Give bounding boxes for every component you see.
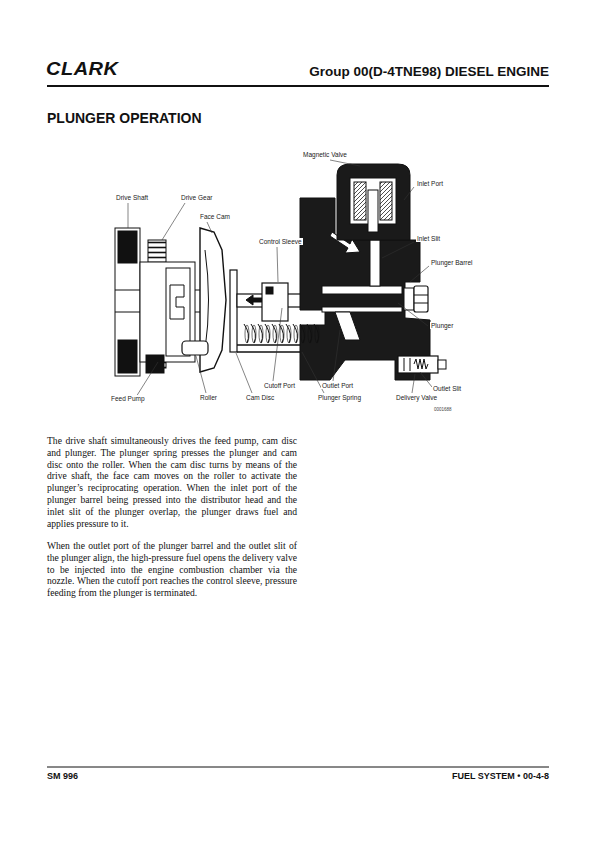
part-label: Plunger Barrel [430, 259, 474, 266]
drawing-stroke [162, 203, 185, 240]
drawing-stroke [354, 182, 366, 220]
drawing-stroke [118, 340, 137, 373]
body-paragraph: When the outlet port of the plunger barr… [47, 540, 297, 599]
drawing-stroke [244, 324, 248, 343]
drawing-stroke [412, 374, 415, 393]
drawing-stroke [266, 325, 270, 343]
drawing-stroke [251, 324, 255, 343]
part-label: Drive Shaft [115, 194, 149, 201]
drawing-stroke [286, 324, 290, 343]
drawing-stroke [294, 325, 298, 343]
drawing-stroke [398, 356, 438, 373]
drawing-stroke [207, 222, 212, 233]
drawing-stroke [438, 360, 446, 369]
drawing-stroke [280, 325, 284, 343]
drawing-stroke [262, 283, 288, 321]
part-label: Inlet Port [416, 180, 444, 187]
drawing-stroke [414, 359, 428, 369]
drawing-stroke [136, 362, 158, 397]
drawing-stroke [230, 270, 237, 352]
drawing-stroke [322, 286, 402, 294]
part-label: Delivery Valve [395, 394, 438, 401]
page-footer: SM 996 [47, 771, 78, 781]
part-label: Cutoff Port [263, 382, 296, 389]
drawing-stroke [414, 303, 428, 304]
drawing-stroke [300, 324, 304, 343]
part-label: Control Sleeve [258, 238, 303, 245]
drawing-stroke [337, 164, 410, 240]
drawing-stroke [128, 203, 129, 228]
drawing-stroke [196, 356, 206, 393]
drawing-stroke [273, 308, 282, 381]
brand-logo: CLARK [46, 59, 119, 80]
drawing-stroke [272, 324, 276, 343]
drawing-stroke [244, 324, 319, 343]
drawing-stroke [128, 160, 432, 397]
drawing-stroke [115, 228, 140, 376]
drawing-stroke [382, 242, 414, 258]
drawing-stroke [420, 372, 432, 387]
drawing-stroke [245, 325, 249, 343]
drawing-stroke [277, 247, 278, 282]
body-paragraph: The drive shaft simultaneously drives th… [47, 435, 297, 529]
drawing-stroke [322, 307, 402, 312]
drawing-stroke [47, 767, 549, 768]
drawing-stroke [301, 325, 305, 343]
drawing-stroke [410, 266, 429, 282]
drawing-stroke [182, 341, 208, 355]
drawing-stroke [273, 325, 277, 343]
part-label: Roller [199, 394, 218, 401]
part-label: Magnetic Valve [302, 151, 348, 158]
drawing-stroke [333, 330, 340, 381]
drawing-stroke [236, 353, 252, 393]
page-footer: FUEL SYSTEM • 00-4-8 [452, 771, 549, 781]
drawing-stroke [266, 287, 273, 294]
drawing-stroke [335, 312, 360, 340]
drawing-stroke [118, 231, 137, 263]
drawing-stroke [404, 358, 410, 371]
drawing-stroke [380, 182, 392, 220]
drawing-stroke [170, 285, 184, 319]
part-label: Plunger [430, 322, 454, 329]
drawing-stroke [314, 324, 318, 343]
drawing-stroke [287, 325, 291, 343]
drawing-stroke [252, 325, 256, 343]
drawing-stroke [265, 324, 269, 343]
drawing-stroke [414, 295, 428, 296]
drawing-stroke [414, 286, 428, 312]
drawing-stroke [370, 240, 380, 286]
part-label: Face Cam [199, 213, 231, 220]
drawing-stroke [368, 190, 378, 232]
part-label: Feed Pump [110, 395, 146, 402]
drawing-stroke [307, 324, 311, 343]
drawing-stroke [315, 325, 319, 343]
drawing-stroke [259, 325, 263, 343]
drawing-stroke [330, 160, 360, 166]
figure-code: 0001688 [434, 407, 452, 412]
drawing-stroke [293, 324, 297, 343]
drawing-stroke [279, 324, 283, 343]
page-header: Group 00(D-4TNE98) DIESEL ENGINE [309, 64, 549, 80]
page-title: PLUNGER OPERATION [47, 110, 202, 126]
drawing-stroke [404, 187, 414, 200]
part-label: Inlet Slit [416, 235, 441, 242]
drawing-stroke [404, 288, 414, 310]
part-label: Drive Gear [180, 194, 213, 201]
part-label: Plunger Spring [317, 394, 362, 401]
drawing-stroke [146, 355, 164, 373]
drawing-stroke [115, 160, 446, 397]
part-label: Cam Disc [245, 394, 275, 401]
part-label: Outlet Port [321, 382, 354, 389]
drawing-stroke [258, 324, 262, 343]
drawing-stroke [47, 85, 549, 87]
drawing-stroke [205, 250, 209, 350]
drawing-stroke [398, 303, 428, 326]
part-label: Outlet Slit [432, 385, 462, 392]
drawing-stroke [308, 325, 312, 343]
